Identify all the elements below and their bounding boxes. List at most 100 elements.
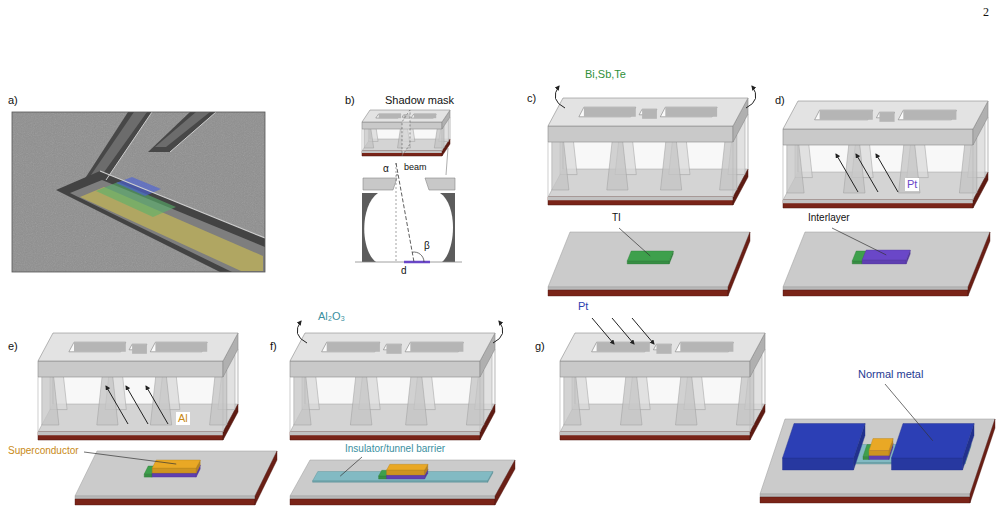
mask-support <box>720 135 737 190</box>
beam-arrows <box>836 154 898 192</box>
sem-edge-highlight <box>170 112 216 152</box>
enclosure-edge <box>238 349 239 404</box>
chip <box>548 232 750 296</box>
mask-support <box>607 135 628 190</box>
mask-slot-wall <box>584 107 636 117</box>
panel-label: f) <box>270 340 277 353</box>
mask-slot-wall <box>414 114 436 118</box>
mask-support <box>294 370 311 425</box>
beam-arrows <box>592 318 654 344</box>
sem-border <box>12 112 265 272</box>
ti-strip <box>627 261 669 264</box>
chip-side <box>255 451 277 505</box>
interlayer-strip <box>152 473 196 477</box>
mask-slab-top <box>38 333 238 361</box>
rotation-arrows <box>555 86 756 108</box>
mask-support <box>899 138 921 193</box>
mask-support <box>466 370 483 425</box>
chip-substrate <box>290 499 495 505</box>
chip-layer <box>290 496 495 499</box>
ti-strip <box>852 261 862 264</box>
cut-leader <box>446 148 448 175</box>
normal-metal-block <box>783 424 866 459</box>
enclosure-edge <box>38 377 39 432</box>
angle-arc <box>412 252 424 262</box>
mask-slab-top <box>548 98 748 126</box>
mask-support <box>552 135 569 190</box>
cross-section <box>355 110 462 262</box>
mask-support <box>736 370 753 425</box>
mask-slot <box>376 114 401 118</box>
mask-slot-wall <box>410 342 463 352</box>
material-label: Bi,Sb,Te <box>585 68 626 81</box>
ti-strip <box>863 457 869 460</box>
mask-overhang <box>363 178 397 190</box>
mask-support <box>150 370 171 425</box>
mask-slot <box>898 110 956 120</box>
substrate-edge <box>290 432 480 440</box>
substrate-layer <box>38 432 223 435</box>
panel-label: e) <box>8 340 18 353</box>
mask-slot-wall <box>903 110 956 120</box>
mask-slot-wall <box>642 109 657 119</box>
sem-trench-floor <box>91 112 147 175</box>
material-label: Al <box>176 412 190 425</box>
chip <box>760 419 995 503</box>
panel-label: g) <box>535 340 545 353</box>
beam-arrow <box>146 386 168 424</box>
ti-strip <box>379 476 387 479</box>
mask-slot-wall <box>74 342 126 352</box>
mask-slab-top <box>560 333 765 361</box>
leader-line <box>619 228 650 256</box>
enclosure-edge <box>750 377 751 432</box>
layer-label: Insulator/tunnel barrier <box>345 443 445 455</box>
substrate-layer <box>290 432 480 435</box>
leader-line <box>832 228 886 255</box>
beam-arrow <box>126 386 148 424</box>
beam-line <box>396 163 414 262</box>
beam-arrows <box>106 386 168 424</box>
substrate-surface <box>38 404 238 432</box>
substrate-line <box>355 262 462 263</box>
chip-surface <box>75 451 277 496</box>
chip-layer <box>548 287 728 290</box>
rotation-arrows <box>297 321 503 343</box>
chip-substrate <box>548 290 728 296</box>
superconductor-strip <box>387 470 425 475</box>
substrate-surface <box>290 404 495 432</box>
shadow-mask <box>783 101 988 208</box>
mask-support <box>661 135 682 190</box>
superconductor-strip <box>869 451 889 456</box>
chip-surface <box>548 232 750 287</box>
mask-slab-top <box>783 101 988 129</box>
substrate-edge <box>38 432 223 440</box>
enclosure-edge <box>748 114 749 169</box>
beam-arrow <box>592 318 614 344</box>
layer-label: Normal metal <box>858 368 923 381</box>
mask-support <box>406 370 428 425</box>
mask-slab-front <box>783 129 973 145</box>
beam-arrow <box>836 154 858 192</box>
interlayer-strip <box>862 260 906 264</box>
undercut-cavity <box>364 193 453 262</box>
mask-slot-wall <box>680 342 733 352</box>
leader-line <box>340 457 362 476</box>
rotation-arrow <box>555 86 565 108</box>
reference-line <box>396 163 397 262</box>
mask-slot-wall <box>132 344 147 354</box>
shadow-mask <box>38 333 238 440</box>
mask-support <box>959 138 976 193</box>
enclosure-edge <box>362 129 363 151</box>
leader-line <box>885 384 933 441</box>
chip-side <box>495 460 515 505</box>
enclosure-edge <box>442 129 443 151</box>
enclosure-edge <box>783 145 784 200</box>
mask-slot <box>675 342 733 352</box>
chip <box>783 232 990 296</box>
chip <box>290 460 515 505</box>
layer-label: TI <box>612 212 621 224</box>
mask-overhang <box>425 178 455 190</box>
mask-slot <box>322 342 380 352</box>
